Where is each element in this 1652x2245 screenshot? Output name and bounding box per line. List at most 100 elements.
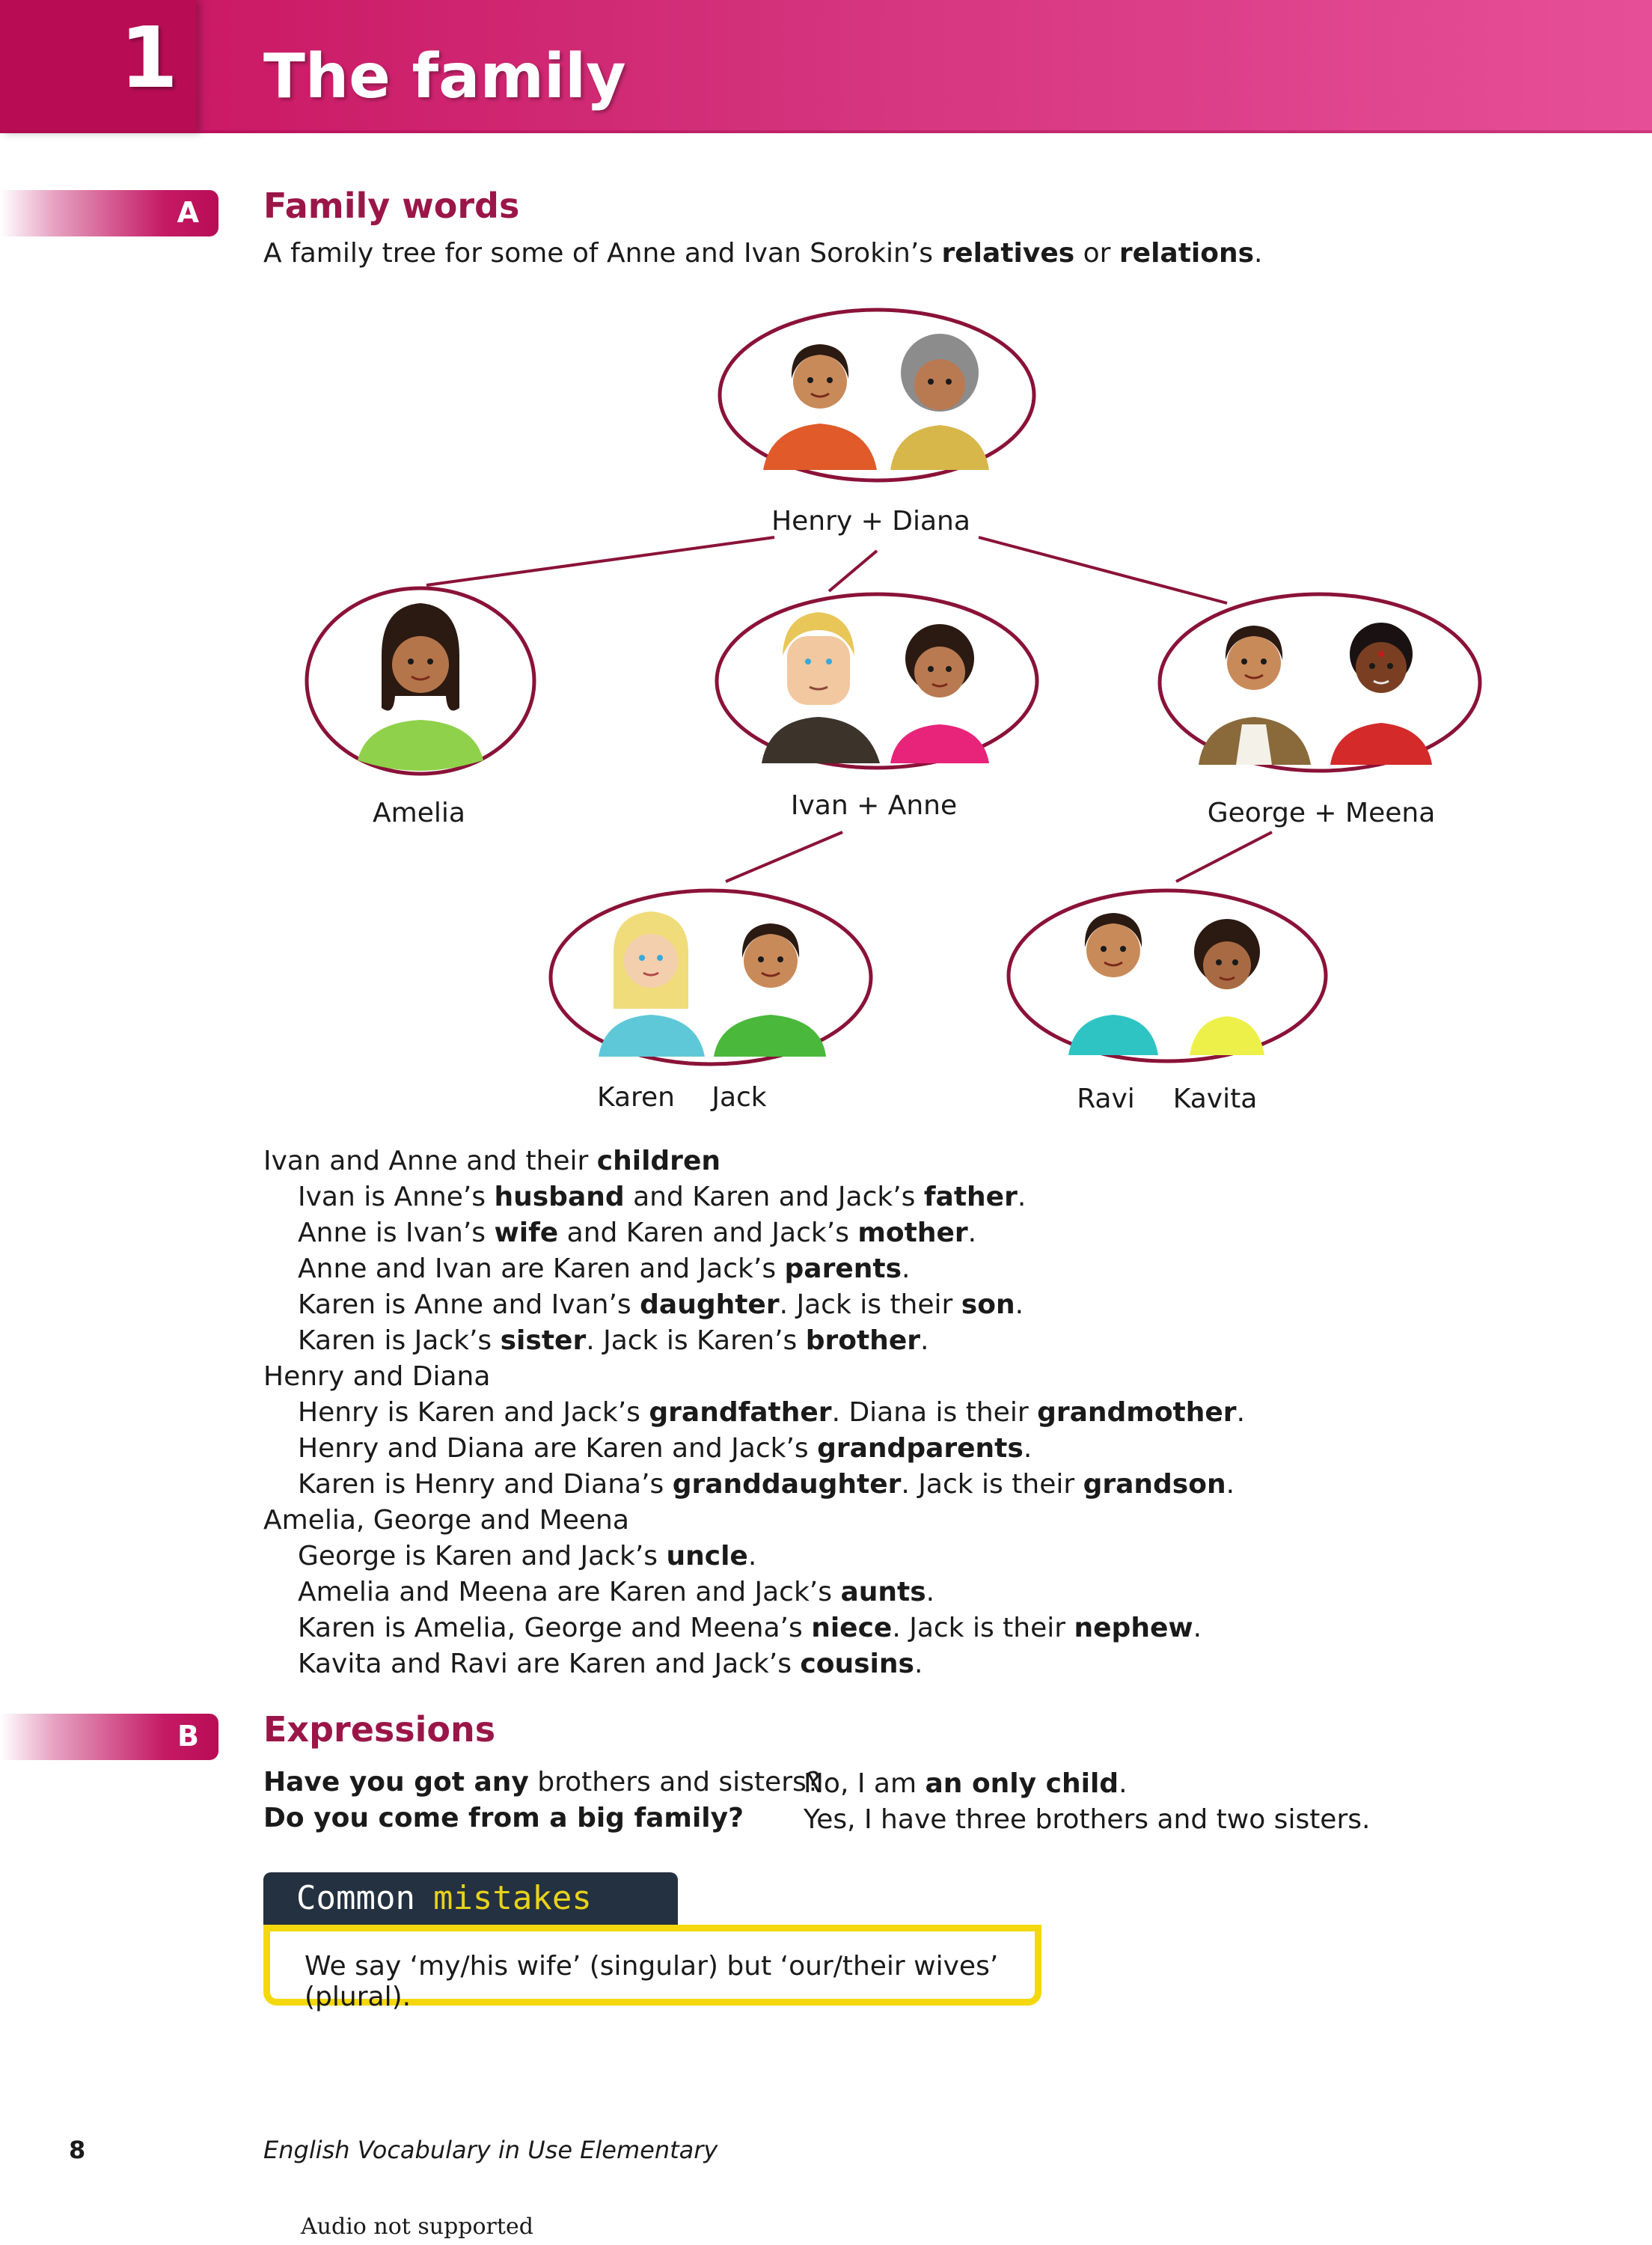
key-word: husband — [494, 1182, 625, 1212]
text-run: No, I am — [804, 1768, 926, 1799]
text-run: . — [1236, 1397, 1246, 1428]
text-run: . Jack is their — [779, 1289, 961, 1320]
label-ravi: Ravi — [1077, 1084, 1135, 1114]
text-run: Karen is Amelia, George and Meena’s — [298, 1613, 812, 1643]
family-tree: Henry + Diana Amelia Ivan + Anne — [305, 308, 1482, 1114]
text-run: Amelia and Meena are Karen and Jack’s — [298, 1577, 841, 1607]
section-b-tab: B — [0, 1714, 218, 1760]
label-ivan-anne: Ivan + Anne — [791, 790, 957, 821]
text-run: . Jack is their — [901, 1469, 1083, 1500]
text-run: . — [926, 1577, 935, 1607]
label-karen: Karen — [597, 1082, 675, 1113]
text-run: . — [1193, 1613, 1202, 1643]
key-word: aunts — [840, 1577, 926, 1607]
diana-portrait — [890, 334, 989, 470]
text-run: . Diana is their — [831, 1397, 1038, 1428]
text-run: . Jack is their — [892, 1613, 1074, 1643]
tree-line-henry-ivan — [827, 549, 878, 593]
explanation-group-heading: Amelia, George and Meena — [263, 1503, 1245, 1539]
unit-title: The family — [263, 41, 626, 112]
key-word: grandfather — [649, 1397, 832, 1428]
explanation-group-heading: Ivan and Anne and their children — [263, 1143, 1245, 1179]
key-word: grandparents — [817, 1433, 1024, 1464]
label-jack: Jack — [710, 1082, 766, 1113]
section-a-intro: A family tree for some of Anne and Ivan … — [263, 238, 1263, 269]
text-run: Karen is Anne and Ivan’s — [298, 1289, 640, 1320]
key-word: father — [923, 1182, 1018, 1212]
text-run: Anne and Ivan are Karen and Jack’s — [298, 1253, 785, 1284]
amelia-portrait — [358, 603, 483, 771]
key-word: niece — [811, 1613, 893, 1643]
key-word: uncle — [666, 1541, 748, 1572]
oval-karen-jack — [548, 888, 873, 1066]
section-a-heading: Family words — [263, 186, 520, 226]
explanation-sentence: Anne is Ivan’s wife and Karen and Jack’s… — [298, 1215, 1245, 1251]
key-word: granddaughter — [672, 1469, 902, 1500]
expression-line: Have you got any brothers and sisters? — [263, 1765, 821, 1800]
text-run: Henry and Diana are Karen and Jack’s — [298, 1433, 818, 1464]
text-run: and Karen and Jack’s — [624, 1182, 924, 1212]
key-word: relations — [1119, 238, 1255, 269]
text-run: Amelia, George and Meena — [263, 1505, 629, 1536]
oval-henry-diana — [718, 308, 1036, 483]
meena-portrait — [1330, 623, 1432, 765]
key-word: nephew — [1074, 1613, 1193, 1643]
key-word: wife — [494, 1218, 559, 1248]
explanation-group-heading: Henry and Diana — [263, 1359, 1245, 1395]
key-word: an only child — [925, 1768, 1119, 1799]
text-run: . — [1226, 1469, 1235, 1500]
tree-line-henry-george — [978, 536, 1228, 605]
section-b-letter: B — [177, 1720, 199, 1753]
henry-portrait — [763, 343, 877, 470]
expression-line: No, I am an only child. — [804, 1766, 1370, 1802]
text-run: Anne is Ivan’s — [298, 1218, 495, 1248]
text-run: and Karen and Jack’s — [558, 1218, 858, 1248]
text-run: A family tree for some of Anne and Ivan … — [263, 238, 942, 269]
ravi-portrait — [1068, 911, 1158, 1055]
book-title: English Vocabulary in Use Elementary — [263, 2136, 718, 2164]
text-run: . — [1119, 1768, 1128, 1799]
label-george-meena: George + Meena — [1208, 798, 1436, 828]
text-run: . — [914, 1649, 923, 1679]
jack-portrait — [714, 922, 826, 1057]
text-run: or — [1074, 238, 1119, 269]
explanation-sentence: Karen is Henry and Diana’s granddaughter… — [298, 1467, 1245, 1503]
text-run: . Jack is Karen’s — [586, 1325, 806, 1356]
text-run: Ivan is Anne’s — [298, 1182, 495, 1212]
explanation-sentence: Karen is Jack’s sister. Jack is Karen’s … — [298, 1323, 1245, 1359]
text-run: brothers and sisters? — [528, 1767, 821, 1797]
george-portrait — [1199, 624, 1311, 765]
key-word: Do you come from a big family? — [263, 1803, 744, 1833]
explanation-sentence: Henry is Karen and Jack’s grandfather. D… — [298, 1395, 1245, 1431]
text-run: . — [1017, 1182, 1027, 1212]
oval-ivan-anne — [715, 592, 1039, 770]
expression-line: Yes, I have three brothers and two siste… — [804, 1802, 1370, 1838]
key-word: sister — [500, 1325, 587, 1356]
explanation-sentence: Karen is Anne and Ivan’s daughter. Jack … — [298, 1287, 1245, 1323]
label-henry-diana: Henry + Diana — [771, 506, 970, 537]
section-b-heading: Expressions — [263, 1709, 496, 1750]
text-run: . — [1254, 238, 1263, 269]
ivan-portrait — [762, 612, 880, 763]
unit-number-block: 1 — [0, 0, 196, 133]
expression-line: Do you come from a big family? — [263, 1800, 821, 1836]
text-run: . — [920, 1325, 929, 1356]
text-run: Henry and Diana — [263, 1361, 491, 1392]
key-word: cousins — [800, 1649, 914, 1679]
text-run: Yes, I have three brothers and two siste… — [804, 1804, 1371, 1835]
key-word: grandson — [1083, 1469, 1226, 1500]
text-run: . — [902, 1253, 911, 1284]
oval-ravi-kavita — [1006, 888, 1328, 1063]
key-word: mother — [857, 1218, 968, 1248]
unit-number: 1 — [120, 10, 178, 107]
tree-line-henry-amelia — [426, 536, 775, 587]
text-run: Karen is Jack’s — [298, 1325, 501, 1356]
key-word: brother — [805, 1325, 920, 1356]
key-word: grandmother — [1037, 1397, 1237, 1428]
karen-portrait — [599, 911, 705, 1057]
section-a-letter: A — [177, 196, 199, 229]
section-a-tab: A — [0, 190, 218, 236]
